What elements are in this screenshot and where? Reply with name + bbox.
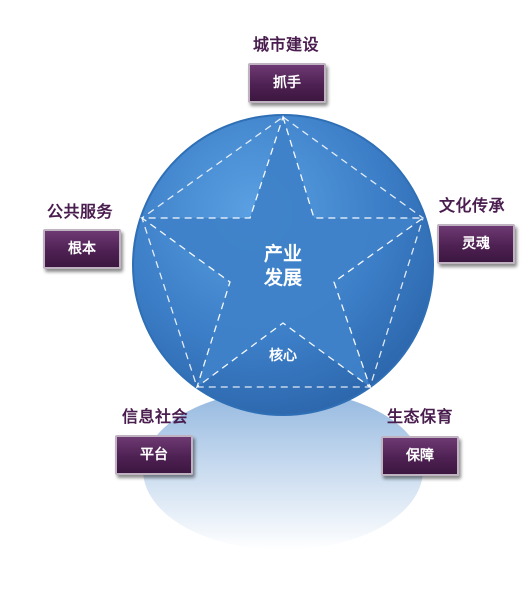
center-label: 产业 发展 — [233, 242, 333, 290]
circle-reflection — [143, 390, 423, 550]
node-tag-culture: 灵魂 — [437, 224, 515, 264]
node-tag-info: 平台 — [115, 435, 193, 475]
node-title-ecology: 生态保育 — [386, 407, 453, 426]
center-line-1: 产业 — [263, 243, 302, 265]
node-tag-ecology: 保障 — [381, 436, 459, 476]
dashed-pentagon — [141, 116, 424, 388]
node-title-public: 公共服务 — [46, 202, 113, 221]
node-tag-city: 抓手 — [248, 63, 326, 103]
center-line-2: 发展 — [263, 267, 302, 289]
core-label: 核心 — [269, 348, 297, 364]
node-title-culture: 文化传承 — [438, 196, 505, 215]
star-shape — [140, 114, 426, 389]
node-title-info: 信息社会 — [121, 407, 188, 426]
node-tag-public: 根本 — [43, 229, 121, 269]
node-title-city: 城市建设 — [252, 35, 319, 54]
